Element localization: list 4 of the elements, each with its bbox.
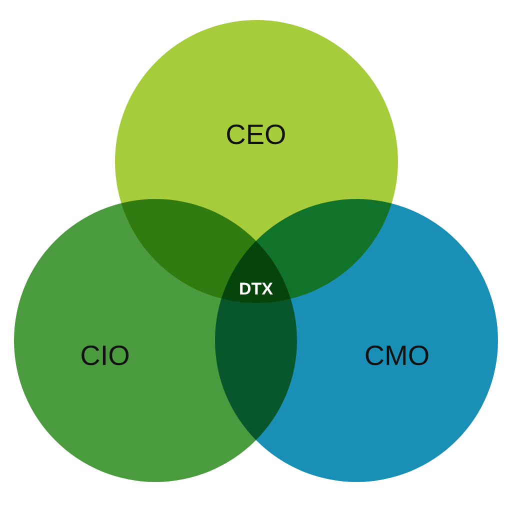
- circle-label: CEO: [226, 121, 286, 149]
- overlap-label: DTX: [239, 280, 273, 298]
- circle-label: CMO: [364, 342, 430, 370]
- circle-label: CIO: [80, 342, 130, 370]
